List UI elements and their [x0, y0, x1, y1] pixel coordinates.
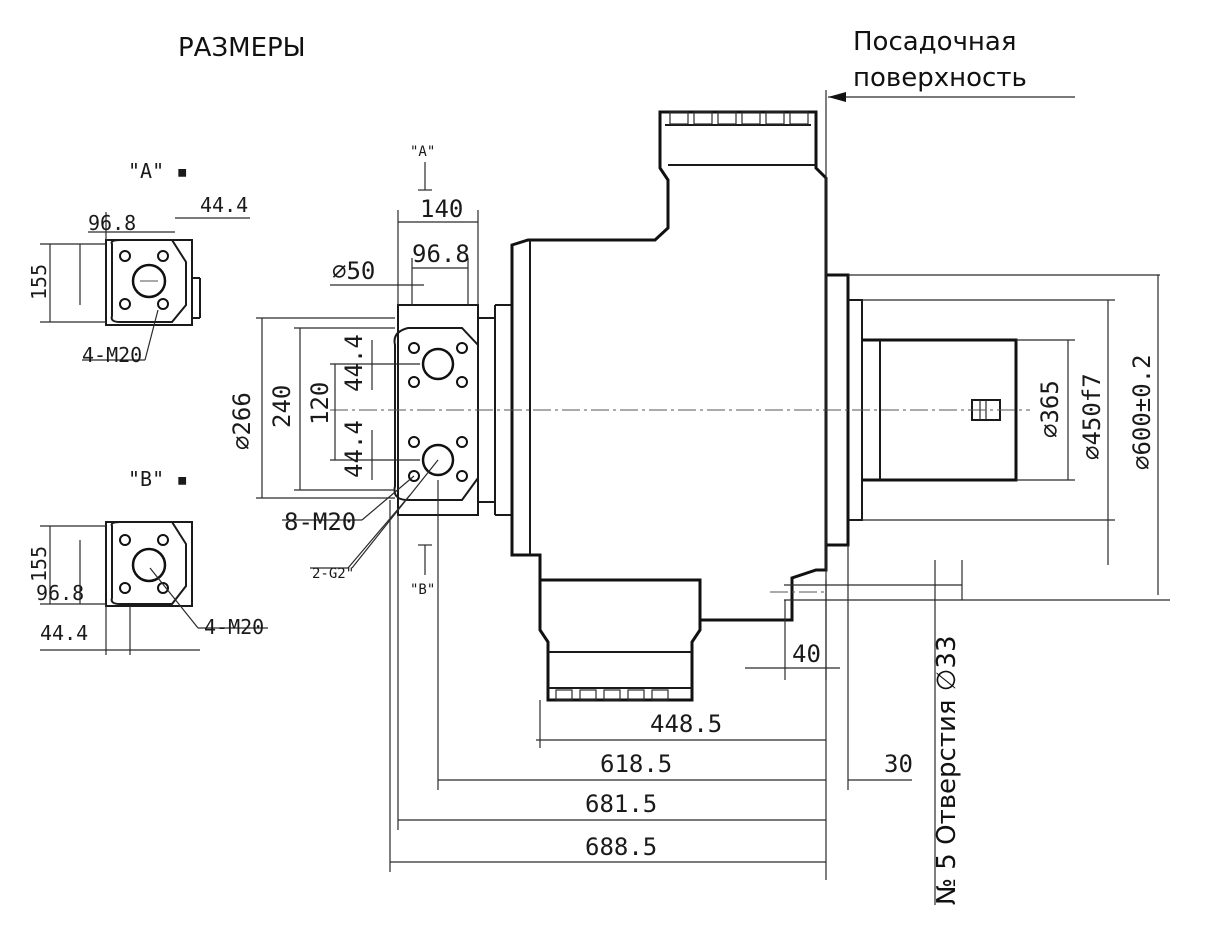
section-a-label: "A": [410, 144, 435, 160]
view-a-mark: "A" ▪: [128, 159, 188, 183]
dim-phi-450f7: ∅450f7: [1078, 373, 1106, 460]
dim-44-4-lower: 44.4: [340, 420, 368, 478]
view-a-dim-44-4: 44.4: [200, 193, 248, 217]
dim-phi-50: ∅50: [332, 257, 375, 285]
view-b-thread-4-m20: 4-M20: [204, 615, 264, 639]
dim-140: 140: [420, 195, 463, 223]
dim-96-8: 96.8: [412, 240, 470, 268]
view-b: "B" ▪ 96.8 155 44.4 4-M20: [27, 467, 268, 655]
dim-44-4-upper: 44.4: [340, 334, 368, 392]
section-b-label: "B": [410, 582, 435, 598]
dim-618-5: 618.5: [600, 750, 672, 778]
port-2-g2: 2-G2": [312, 566, 354, 582]
dim-phi-266: ∅266: [228, 392, 256, 450]
view-a-dim-96-8: 96.8: [88, 211, 136, 235]
dim-240: 240: [268, 385, 296, 428]
dim-40: 40: [792, 640, 821, 668]
view-b-dim-96-8: 96.8: [36, 581, 84, 605]
drawing-title: РАЗМЕРЫ: [178, 33, 306, 63]
view-b-mark: "B" ▪: [128, 467, 188, 491]
view-b-dim-44-4: 44.4: [40, 621, 88, 645]
view-b-dim-155: 155: [27, 546, 51, 582]
dim-30: 30: [884, 750, 913, 778]
view-a: "A" ▪ 96.8 44.4 155 4-M20: [27, 159, 250, 367]
dim-phi-365: ∅365: [1036, 380, 1064, 438]
view-a-thread-4-m20: 4-M20: [82, 343, 142, 367]
view-a-dim-155: 155: [27, 264, 51, 300]
mounting-surface-label-line2: поверхность: [853, 63, 1027, 93]
dim-120: 120: [306, 382, 334, 425]
dim-681-5: 681.5: [585, 790, 657, 818]
thread-8-m20: 8-M20: [284, 508, 356, 536]
mounting-surface-leader: [828, 92, 1075, 102]
holes-note: № 5 Отверстия ∅33: [932, 635, 962, 905]
dim-448-5: 448.5: [650, 710, 722, 738]
main-dimensions: 140 96.8 ∅50 ∅266 240 120 44.4 44.4 8-M2…: [228, 90, 1170, 905]
dim-phi-600: ∅600±0.2: [1128, 354, 1156, 470]
dim-688-5: 688.5: [585, 833, 657, 861]
motor-side-view: "A" "B": [330, 110, 1030, 702]
mounting-surface-label-line1: Посадочная: [853, 27, 1017, 57]
